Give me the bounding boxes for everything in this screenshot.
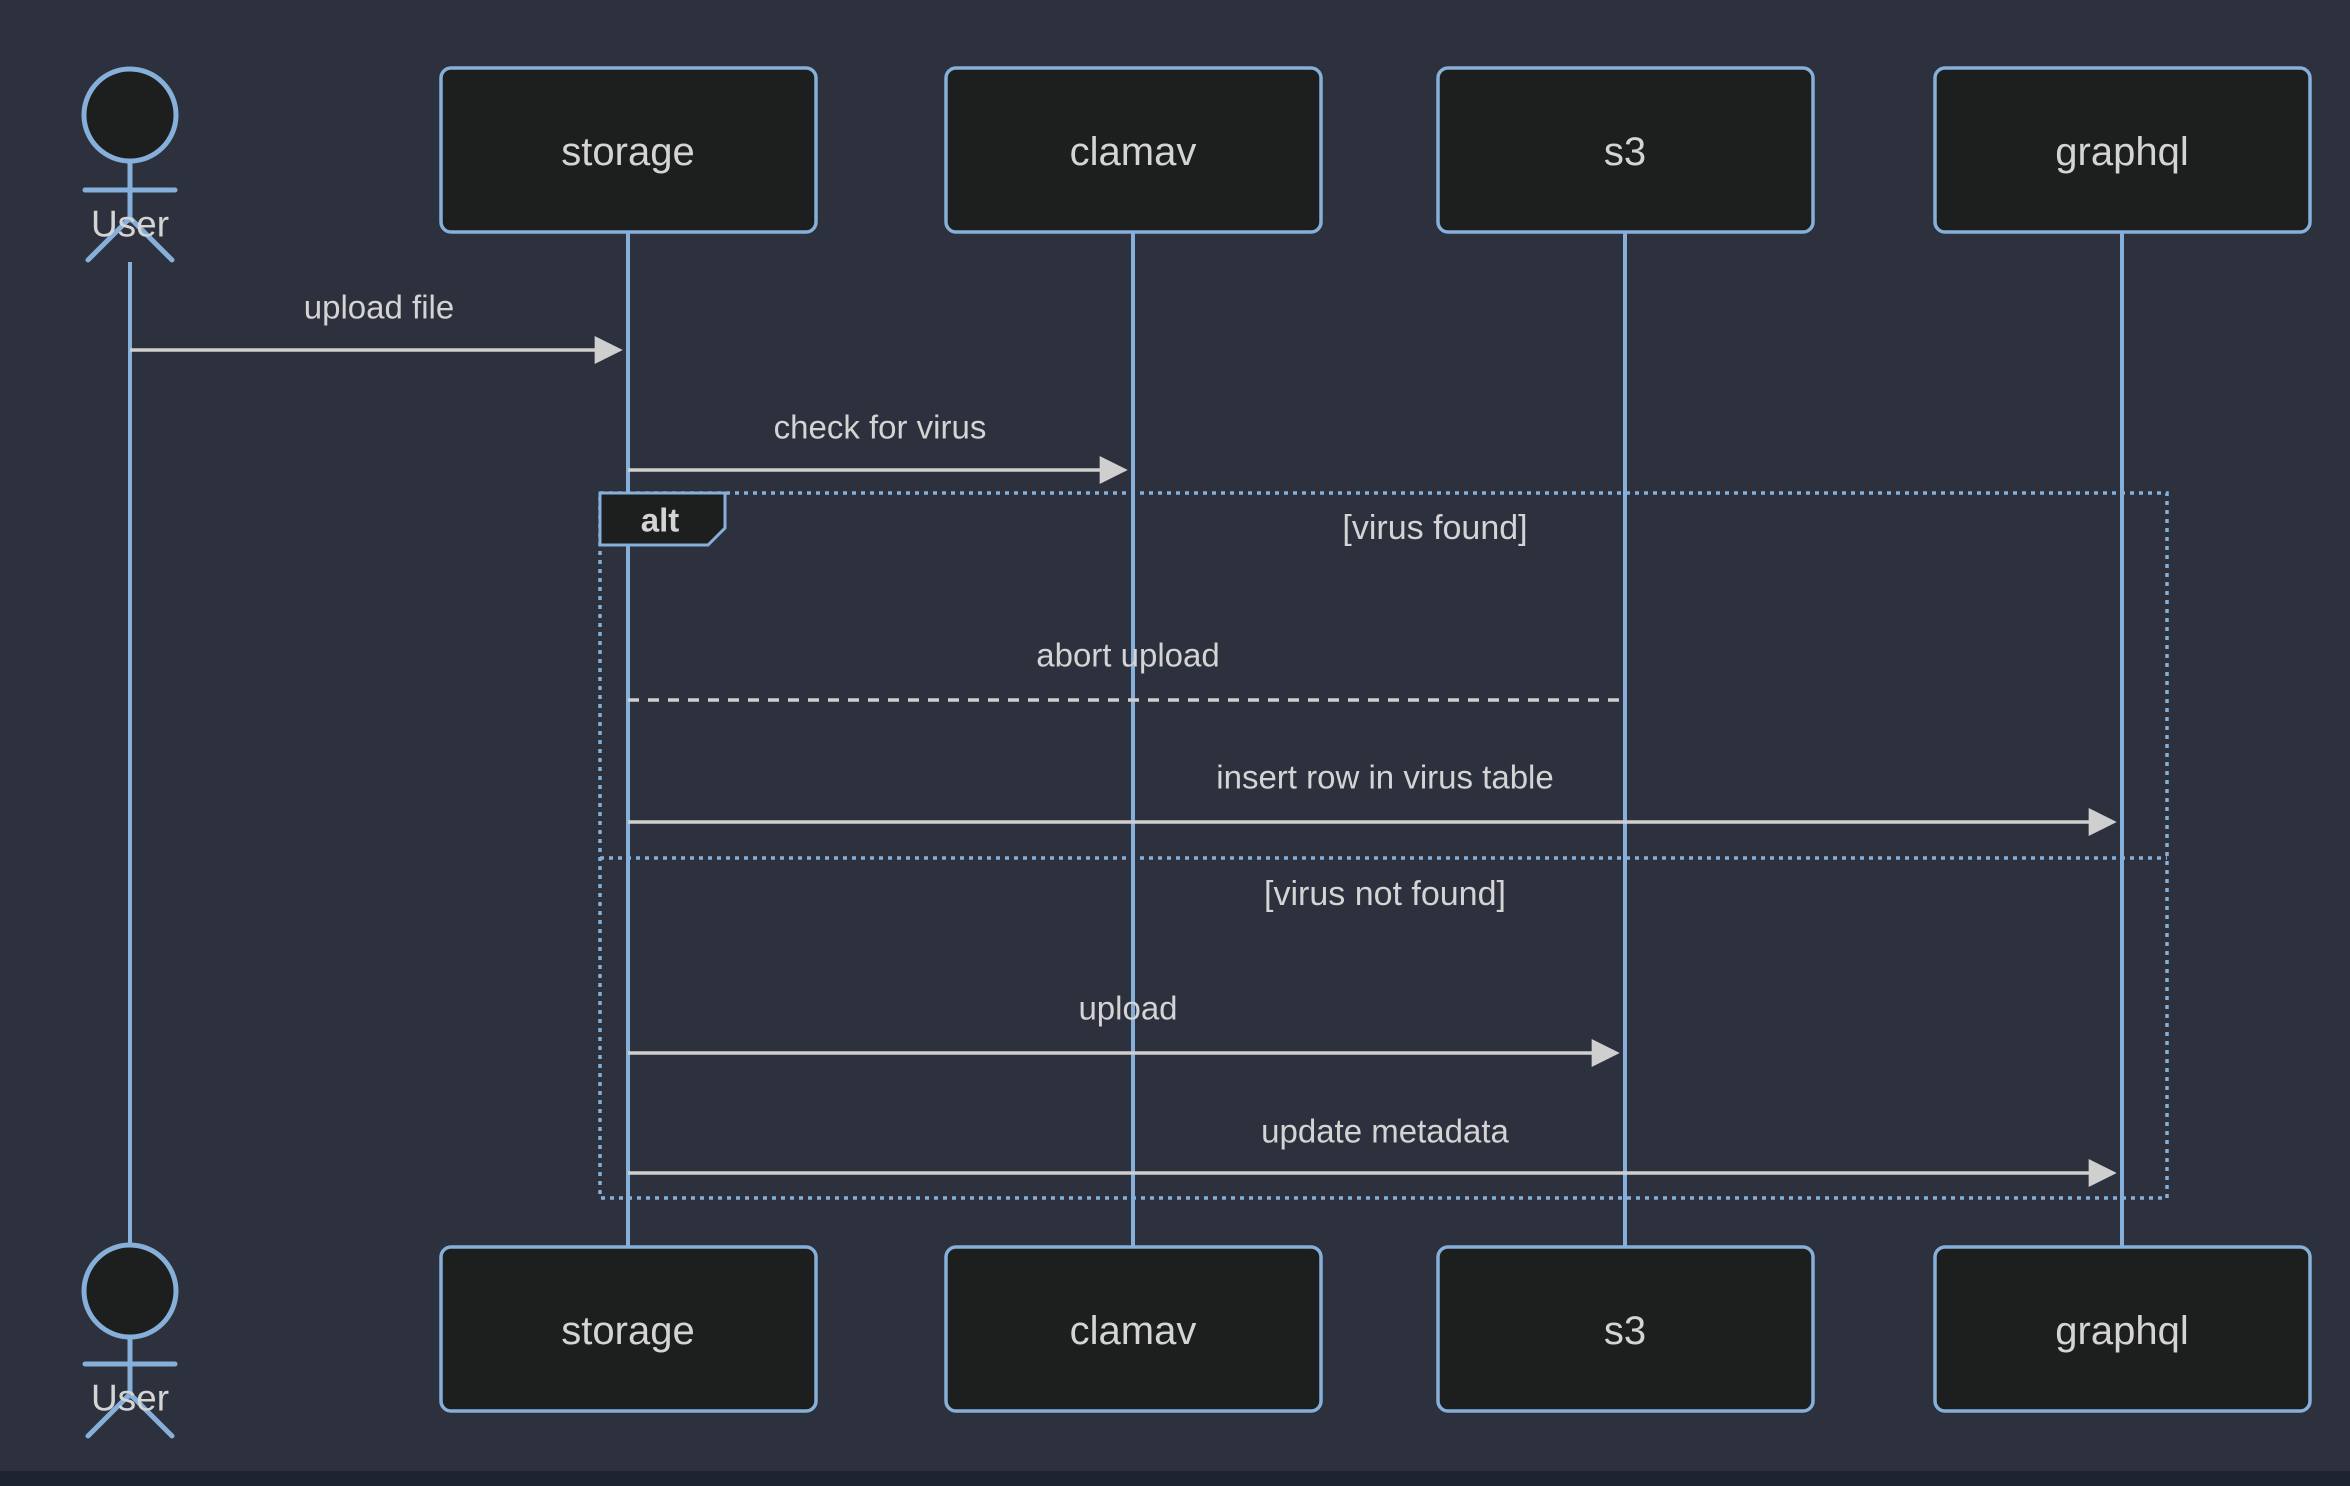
participant-label-storage-bottom: storage: [561, 1309, 694, 1353]
alt-guard-virus-found: [virus found]: [1342, 509, 1527, 547]
message-label: abort upload: [1036, 637, 1219, 674]
message-label: update metadata: [1261, 1113, 1509, 1150]
actor-user-top: User: [81, 66, 179, 263]
participant-label-clamav-bottom: clamav: [1070, 1309, 1197, 1353]
participant-box-s3-bottom: [1436, 1245, 1815, 1413]
participant-label-graphql-bottom: graphql: [2055, 1309, 2188, 1353]
message-label: upload file: [304, 289, 454, 326]
participants-top: storage clamav s3 graphql: [439, 66, 2312, 234]
message-check-for-virus: check for virus: [628, 409, 1128, 484]
actor-head: [81, 66, 179, 164]
message-upload: upload: [628, 990, 1620, 1067]
message-label: check for virus: [774, 409, 987, 446]
actor-user-bottom: User: [81, 1242, 179, 1439]
participant-label-s3: s3: [1604, 130, 1646, 174]
participant-box-storage: [439, 66, 818, 234]
message-upload-file: upload file: [130, 289, 623, 364]
actor-legs: [85, 214, 175, 263]
participant-box-storage-bottom: [439, 1245, 818, 1413]
participant-label-storage: storage: [561, 130, 694, 174]
message-label: upload: [1078, 990, 1177, 1027]
participant-label-s3-bottom: s3: [1604, 1309, 1646, 1353]
actor-label: User: [91, 204, 169, 245]
participant-label-graphql: graphql: [2055, 130, 2188, 174]
actor-legs: [85, 1390, 175, 1439]
actor-head: [81, 1242, 179, 1340]
participants-bottom: storage clamav s3 graphql: [439, 1245, 2312, 1413]
participant-label-clamav: clamav: [1070, 130, 1197, 174]
message-label: insert row in virus table: [1216, 759, 1553, 796]
participant-box-s3: [1436, 66, 1815, 234]
actor-label: User: [91, 1378, 169, 1419]
alt-frame: alt [virus found] [virus not found]: [598, 491, 2169, 1200]
alt-guard-virus-not-found: [virus not found]: [1264, 875, 1506, 913]
alt-frame-border: [598, 491, 2169, 1200]
alt-operator-tab: [598, 491, 727, 547]
bottom-window-strip: [0, 1471, 2350, 1486]
message-abort-upload: abort upload: [628, 637, 1625, 702]
participant-box-graphql: [1933, 66, 2312, 234]
participant-box-clamav: [944, 66, 1323, 234]
participant-box-graphql-bottom: [1933, 1245, 2312, 1413]
lifelines: [128, 232, 2124, 1247]
message-update-metadata: update metadata: [628, 1113, 2117, 1187]
message-insert-row: insert row in virus table: [628, 759, 2117, 836]
participant-box-clamav-bottom: [944, 1245, 1323, 1413]
alt-operator-label: alt: [641, 502, 680, 539]
